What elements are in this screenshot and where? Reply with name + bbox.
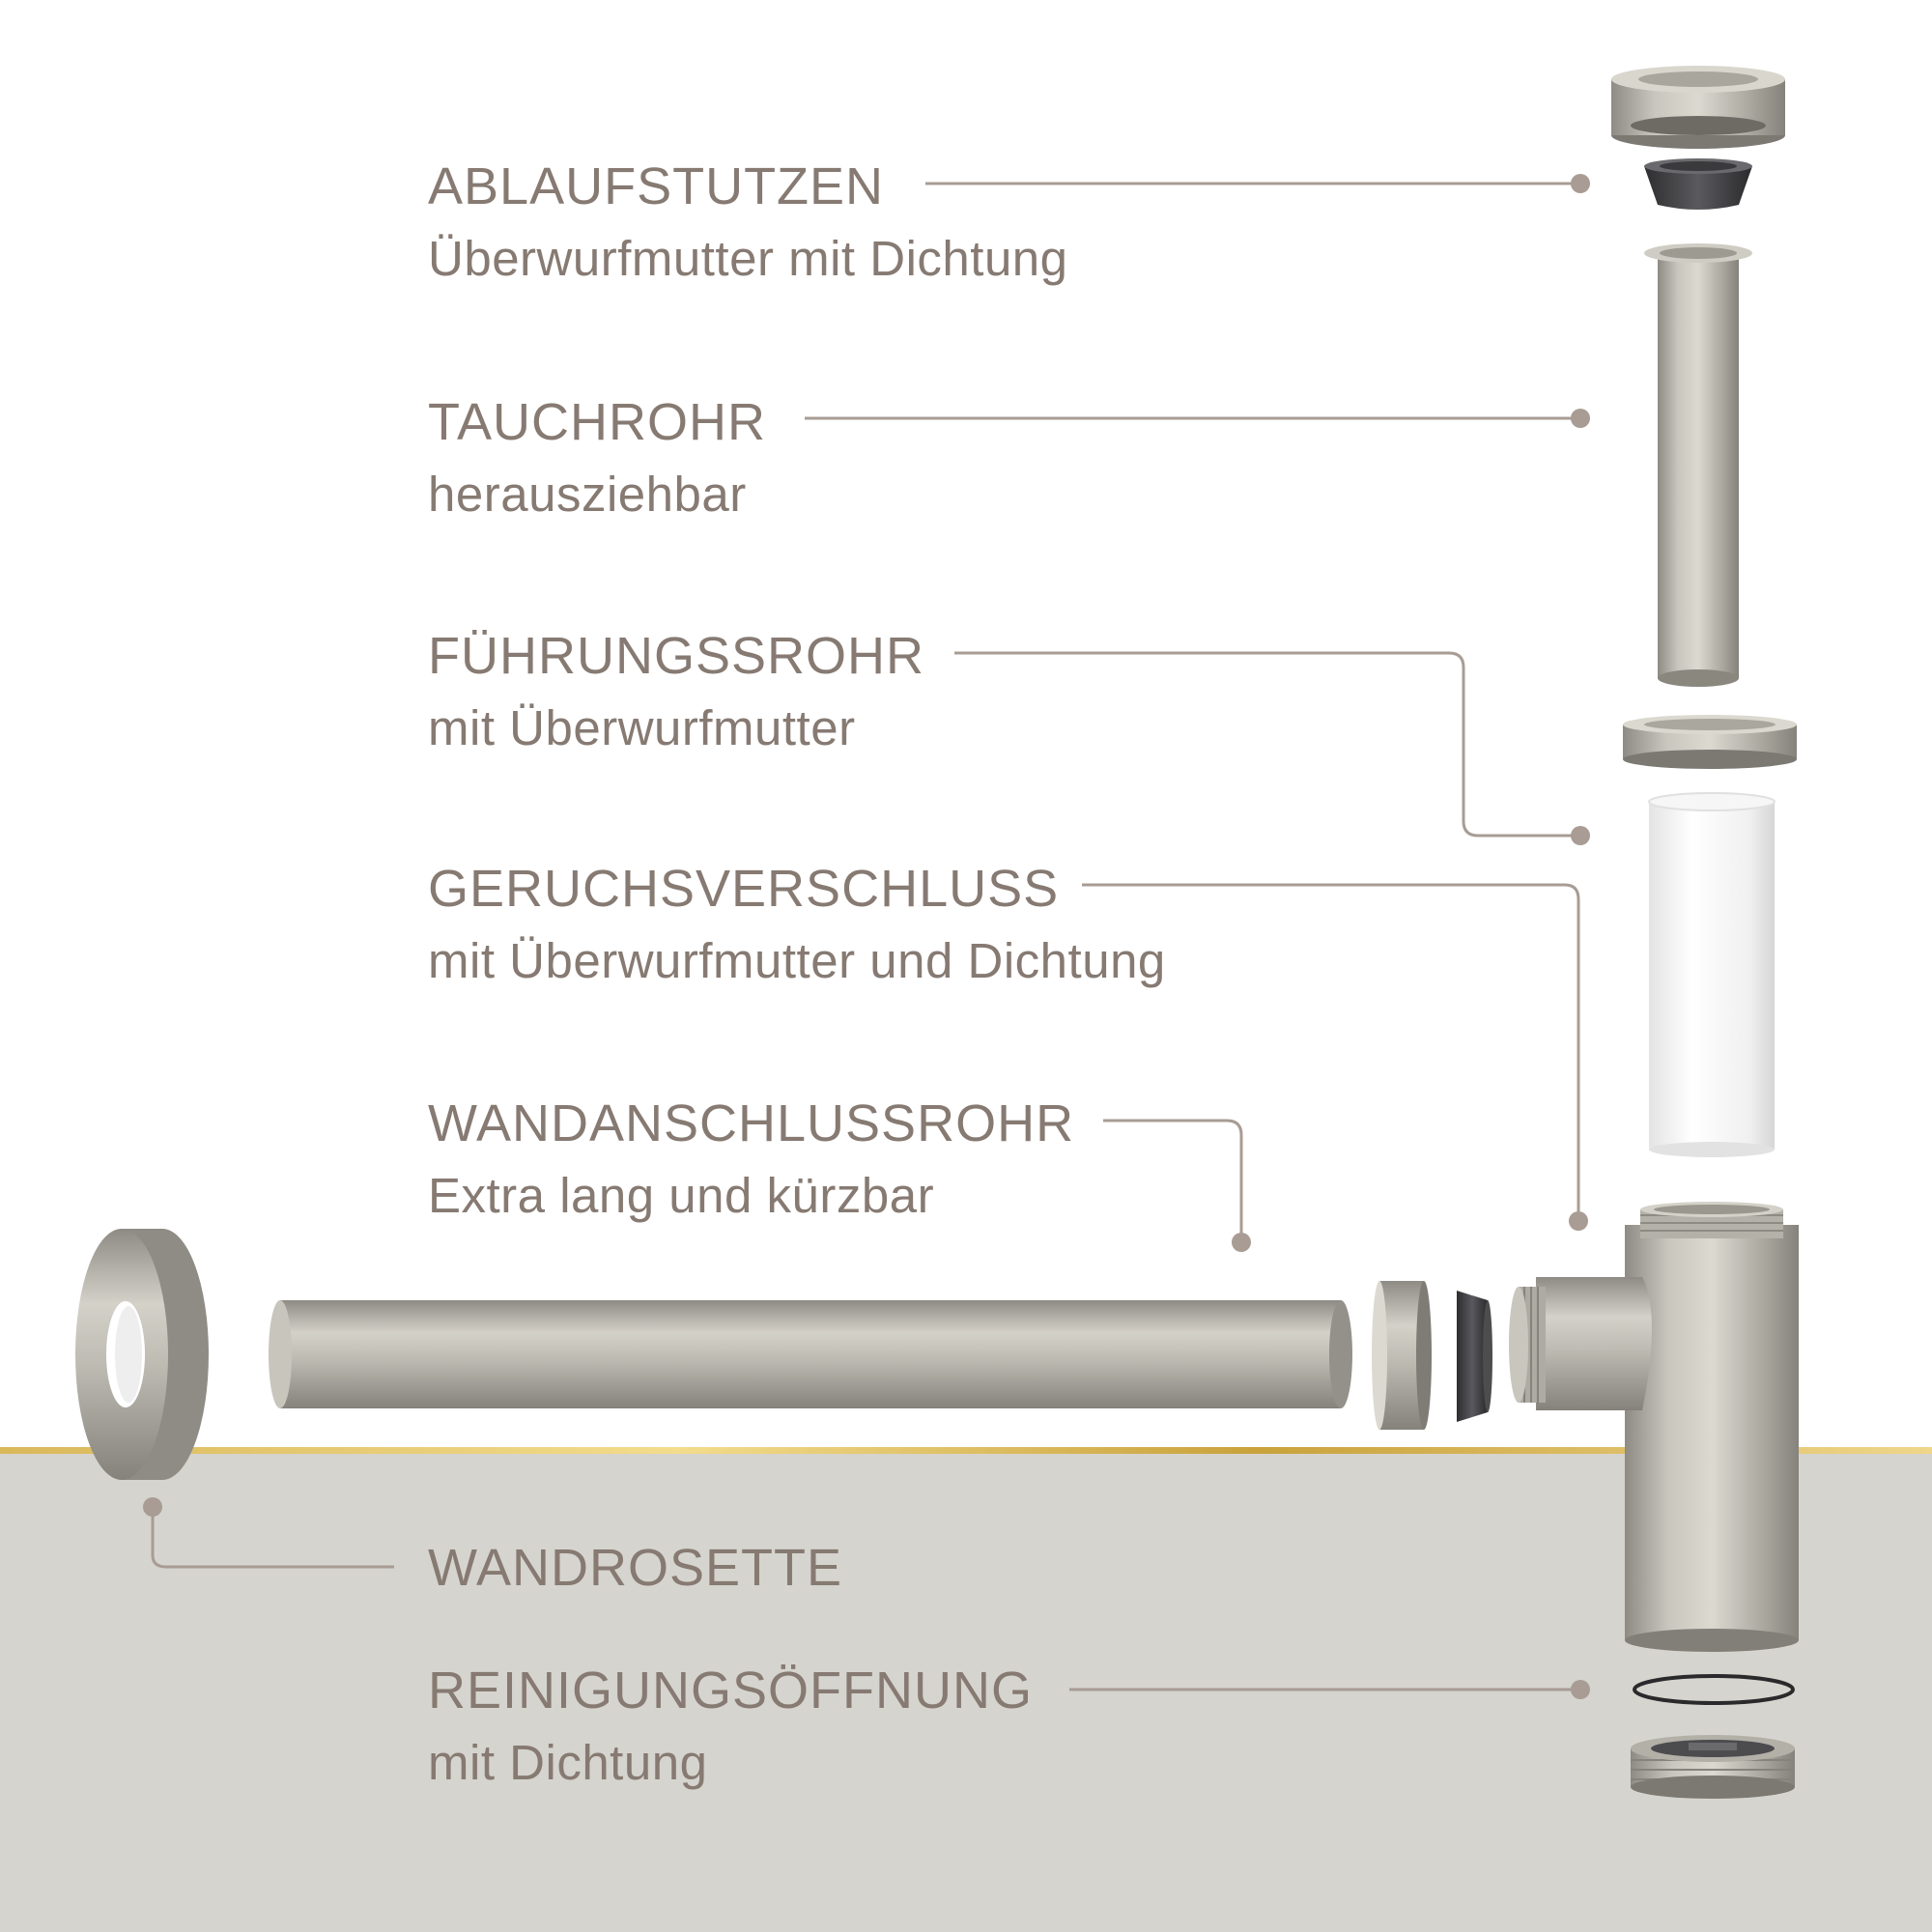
label-geruchsverschluss: GERUCHSVERSCHLUSS mit Überwurfmutter und… xyxy=(428,863,1166,985)
label-wandanschlussrohr: WANDANSCHLUSSROHR Extra lang und kürzbar xyxy=(428,1097,1074,1220)
dot-tauchrohr xyxy=(1571,409,1590,428)
dot-wandanschlussrohr xyxy=(1232,1233,1251,1252)
dot-geruchsverschluss xyxy=(1569,1211,1588,1231)
leader-lines xyxy=(151,182,1580,1691)
leader-geruchsverschluss xyxy=(1082,883,1580,1221)
top-cap-nut xyxy=(1611,66,1785,149)
label-subtitle: mit Überwurfmutter und Dichtung xyxy=(428,933,1166,988)
label-fuehrungsrohr: FÜHRUNGSSROHR mit Überwurfmutter xyxy=(428,630,924,753)
leader-wandanschlussrohr xyxy=(1103,1119,1243,1240)
guide-tube-nut xyxy=(1623,715,1797,769)
siphon-body xyxy=(1509,1202,1799,1652)
label-title: REINIGUNGSÖFFNUNG xyxy=(428,1662,1034,1719)
label-ablaufstutzen: ABLAUFSTUTZEN Überwurfmutter mit Dichtun… xyxy=(428,160,1068,283)
label-subtitle: Überwurfmutter mit Dichtung xyxy=(428,231,1068,286)
pipe-rubber-seal xyxy=(1457,1291,1492,1422)
floor-band xyxy=(0,1452,1932,1932)
leader-wandrosette xyxy=(151,1507,394,1569)
white-guide-tube xyxy=(1648,792,1776,1157)
dot-ablaufstutzen xyxy=(1571,174,1590,193)
label-title: WANDANSCHLUSSROHR xyxy=(428,1094,1075,1152)
top-rubber-seal xyxy=(1644,158,1752,210)
label-subtitle: Extra lang und kürzbar xyxy=(428,1168,935,1223)
dot-wandrosette xyxy=(143,1497,162,1517)
label-subtitle: mit Überwurfmutter xyxy=(428,700,856,755)
label-subtitle: herausziehbar xyxy=(428,467,747,522)
bottom-o-ring xyxy=(1633,1674,1795,1705)
dot-fuehrungsrohr xyxy=(1571,826,1590,845)
pipe-nut xyxy=(1372,1281,1432,1430)
wall-rosette xyxy=(75,1229,209,1480)
dot-reinigungsoeffnung xyxy=(1571,1680,1590,1699)
label-tauchrohr: TAUCHROHR herausziehbar xyxy=(428,396,766,519)
label-title: TAUCHROHR xyxy=(428,393,766,451)
label-title: FÜHRUNGSSROHR xyxy=(428,627,925,685)
label-subtitle: mit Dichtung xyxy=(428,1735,708,1790)
gold-divider-line xyxy=(0,1447,1932,1454)
label-title: WANDROSETTE xyxy=(428,1539,842,1597)
dip-tube xyxy=(1644,243,1752,687)
label-title: GERUCHSVERSCHLUSS xyxy=(428,860,1060,918)
bottom-cleaning-cap xyxy=(1631,1735,1795,1799)
leader-fuehrungsrohr xyxy=(954,651,1578,838)
leader-dots xyxy=(143,174,1590,1699)
label-wandrosette: WANDROSETTE xyxy=(428,1542,842,1594)
wall-connection-pipe xyxy=(269,1300,1352,1408)
label-reinigungsoeffnung: REINIGUNGSÖFFNUNG mit Dichtung xyxy=(428,1664,1033,1787)
label-title: ABLAUFSTUTZEN xyxy=(428,157,885,215)
